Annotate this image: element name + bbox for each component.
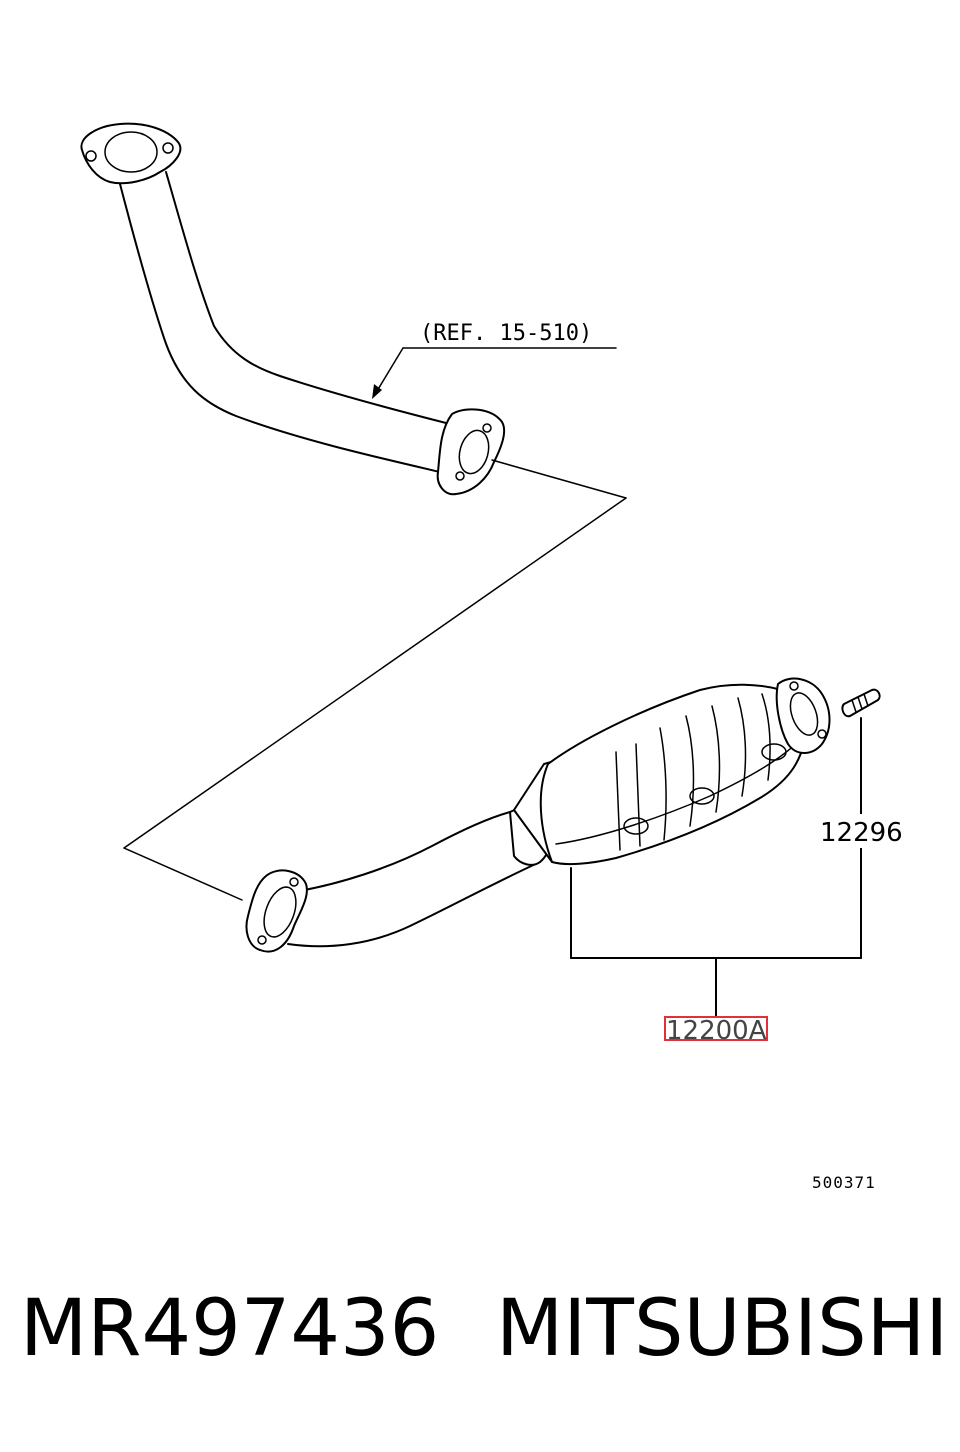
stud-bolt-part <box>841 688 881 718</box>
diagram-code: 500371 <box>812 1173 876 1192</box>
catalytic-converter-assembly <box>245 677 831 953</box>
ref-label: (REF. 15-510) <box>420 321 592 346</box>
footer: MR497436 MITSUBISHI <box>0 1290 960 1390</box>
assembly-highlight-box <box>664 1016 768 1041</box>
connection-guide-lines <box>123 459 627 901</box>
assembly-part-number: 12200A <box>666 1016 767 1046</box>
stud-part-number: 12296 <box>820 818 903 848</box>
front-pipe-reference <box>80 122 506 496</box>
manufacturer-name: MITSUBISHI <box>496 1284 949 1374</box>
reference-leader <box>372 347 617 399</box>
part-number: MR497436 <box>20 1284 440 1374</box>
